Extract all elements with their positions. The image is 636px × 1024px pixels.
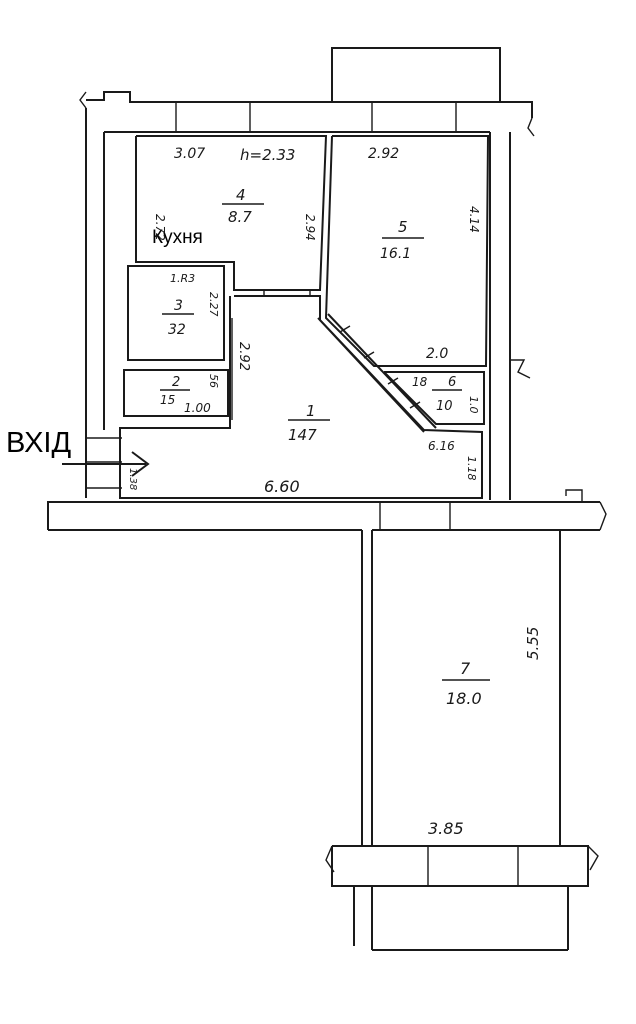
room-3-area: 32 (168, 322, 186, 338)
room-7 (361, 530, 561, 847)
hall-dim-right-top: 6.16 (428, 439, 455, 453)
room-6-number: 6 (448, 375, 456, 390)
entrance-label: ВХІД (6, 427, 71, 459)
room-6-area: 10 (436, 399, 453, 414)
room-3-number: 3 (174, 298, 183, 314)
room-2-dim-bottom: 1.00 (184, 401, 211, 415)
entrance-arrow-icon (62, 451, 150, 477)
room-7-number: 7 (460, 659, 471, 678)
room-4-kitchen (135, 135, 328, 291)
room-7-dim-right: 5.55 (524, 627, 542, 660)
hall-dim-right: 1.18 (465, 456, 478, 481)
hall-dim-left: 1.38 (127, 468, 138, 490)
balcony-top (331, 47, 501, 102)
middle-wall-band (47, 489, 607, 531)
room-4-area: 8.7 (228, 208, 252, 226)
outer-wall-left (85, 108, 122, 498)
room-4-height: h=2.33 (240, 146, 295, 164)
room-5-dim-bottom: 2.0 (426, 346, 448, 362)
outer-wall-top (79, 91, 535, 137)
kitchen-label: Кухня (152, 227, 203, 248)
room-2 (123, 369, 229, 417)
room-7-area: 18.0 (446, 689, 482, 708)
room-3-dim-right: 2.27 (207, 292, 220, 317)
room-4-number: 4 (236, 186, 246, 204)
room-6-dim-left: 18 (412, 375, 428, 389)
room-5-area: 16.1 (380, 246, 411, 262)
room-5-number: 5 (398, 218, 408, 236)
room-2-number: 2 (172, 375, 180, 390)
room-4-dim-left: 2.72 (153, 214, 167, 241)
room-1-number: 1 (306, 402, 316, 420)
room-1-hall (119, 290, 483, 499)
room-1-area: 147 (288, 426, 317, 444)
room-6 (383, 371, 485, 425)
room-2-area: 15 (160, 393, 175, 407)
room-1-dim-bottom: 6.60 (264, 477, 300, 496)
room-6-dim-right: 1.0 (467, 396, 480, 414)
room-4-dim-top: 3.07 (174, 146, 205, 162)
room-5 (324, 135, 490, 367)
outer-wall-right (489, 132, 531, 500)
room-3 (127, 265, 225, 361)
room-5-dim-right: 4.14 (467, 206, 481, 233)
room-4-dim-right: 2.94 (303, 214, 317, 241)
room-2-dim-right: 56 (207, 374, 220, 388)
room-1-dim-vertical: 2.92 (236, 342, 251, 371)
room-5-dim-top: 2.92 (368, 146, 399, 162)
room-3-dim-top: 1.R3 (170, 272, 195, 285)
outer-wall-bottom (325, 845, 599, 951)
diagonal-wall (317, 313, 437, 433)
room-7-dim-bottom: 3.85 (428, 819, 464, 838)
